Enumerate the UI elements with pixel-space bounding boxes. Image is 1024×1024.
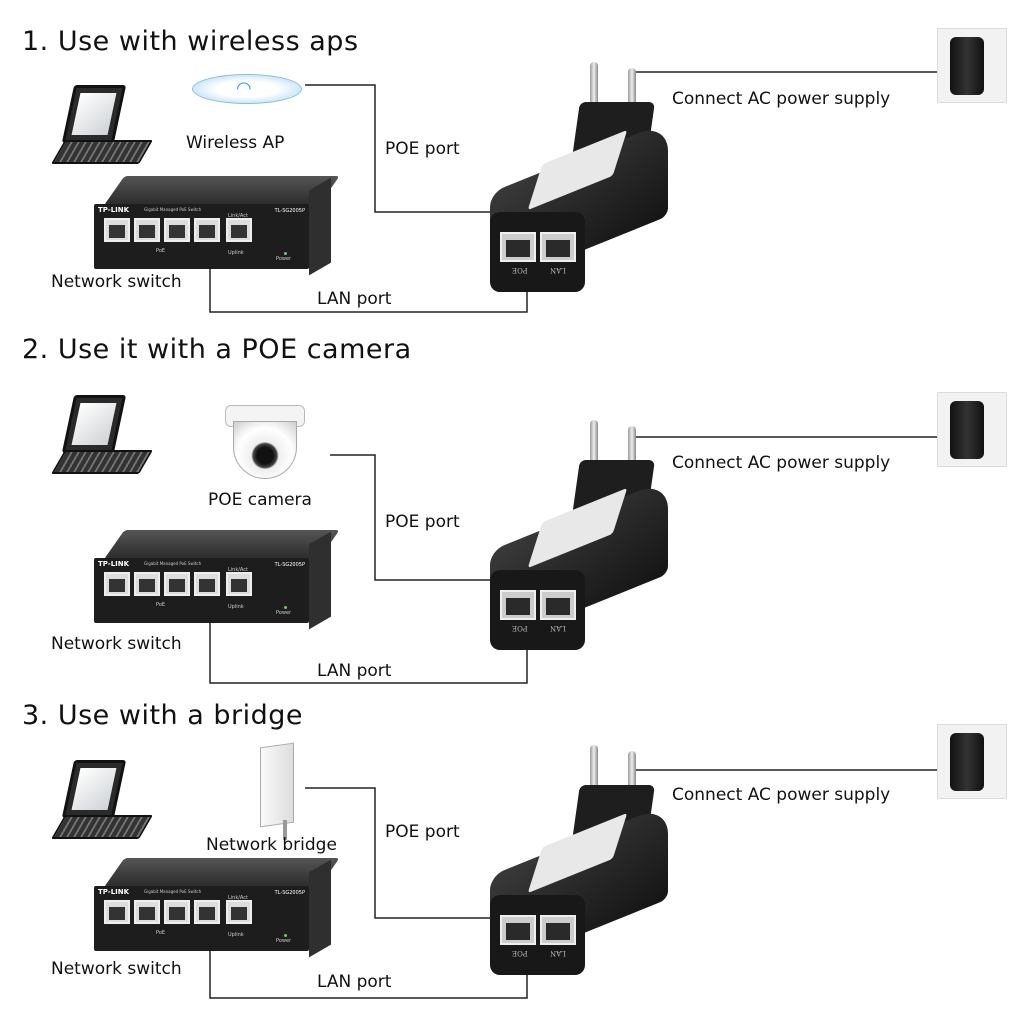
wall-socket-icon bbox=[937, 392, 1007, 467]
switch-poe-label: PoE bbox=[156, 602, 166, 608]
switch-power-label: Power bbox=[276, 256, 292, 262]
switch-uplink-label: Uplink bbox=[228, 604, 244, 610]
adapter-poe-label: POE bbox=[512, 949, 528, 957]
section-title: 3. Use with a bridge bbox=[22, 700, 303, 731]
section-title: 1. Use with wireless aps bbox=[22, 26, 359, 57]
switch-link-label: Link/Act bbox=[228, 567, 248, 573]
adapter-lan-label: LAN bbox=[550, 266, 566, 274]
device-label: Wireless AP bbox=[186, 133, 285, 153]
lan-cable-2 bbox=[209, 620, 528, 684]
switch-link-label: Link/Act bbox=[228, 213, 248, 219]
poe-cable-2 bbox=[330, 454, 492, 581]
poe-port-label: POE port bbox=[385, 512, 460, 532]
switch-power-label: Power bbox=[276, 610, 292, 616]
network-switch-icon: TP-LINK Gigabit Managed PoE Switch TL-SG… bbox=[94, 530, 340, 630]
poe-adapter-icon: POE LAN bbox=[490, 420, 670, 650]
switch-subtitle: Gigabit Managed PoE Switch bbox=[144, 889, 202, 894]
section-title: 2. Use it with a POE camera bbox=[22, 334, 412, 365]
poe-camera-icon bbox=[225, 405, 305, 485]
switch-label: Network switch bbox=[51, 959, 182, 979]
switch-model: TL-SG2005P bbox=[274, 208, 305, 214]
switch-brand: TP-LINK bbox=[98, 560, 130, 568]
switch-brand: TP-LINK bbox=[98, 206, 130, 214]
ac-power-label: Connect AC power supply bbox=[672, 89, 891, 109]
device-label: POE camera bbox=[208, 490, 312, 510]
network-bridge-icon bbox=[255, 742, 305, 840]
laptop-icon bbox=[51, 85, 153, 170]
poe-cable-3 bbox=[305, 787, 492, 919]
laptop-icon bbox=[51, 395, 153, 480]
switch-label: Network switch bbox=[51, 634, 182, 654]
laptop-icon bbox=[51, 760, 153, 845]
lan-port-label: LAN port bbox=[317, 289, 392, 309]
lan-port-label: LAN port bbox=[317, 661, 392, 681]
poe-cable-1 bbox=[305, 84, 492, 213]
poe-port-label: POE port bbox=[385, 139, 460, 159]
adapter-lan-label: LAN bbox=[550, 624, 566, 632]
switch-subtitle: Gigabit Managed PoE Switch bbox=[144, 207, 202, 212]
switch-brand: TP-LINK bbox=[98, 888, 130, 896]
wall-socket-icon bbox=[937, 28, 1007, 103]
switch-poe-label: PoE bbox=[156, 248, 166, 254]
poe-port-label: POE port bbox=[385, 822, 460, 842]
wall-socket-icon bbox=[937, 724, 1007, 799]
switch-label: Network switch bbox=[51, 272, 182, 292]
switch-model: TL-SG2005P bbox=[274, 562, 305, 568]
adapter-poe-label: POE bbox=[512, 266, 528, 274]
device-label: Network bridge bbox=[206, 835, 337, 855]
network-switch-icon: TP-LINK Gigabit Managed PoE Switch TL-SG… bbox=[94, 176, 340, 276]
switch-model: TL-SG2005P bbox=[274, 890, 305, 896]
lan-port-label: LAN port bbox=[317, 972, 392, 992]
adapter-poe-label: POE bbox=[512, 624, 528, 632]
switch-poe-label: PoE bbox=[156, 930, 166, 936]
switch-power-label: Power bbox=[276, 938, 292, 944]
ac-power-label: Connect AC power supply bbox=[672, 785, 891, 805]
wireless-ap-icon: ◠ bbox=[192, 64, 302, 114]
switch-subtitle: Gigabit Managed PoE Switch bbox=[144, 561, 202, 566]
network-switch-icon: TP-LINK Gigabit Managed PoE Switch TL-SG… bbox=[94, 858, 340, 958]
switch-uplink-label: Uplink bbox=[228, 250, 244, 256]
ac-power-label: Connect AC power supply bbox=[672, 453, 891, 473]
adapter-lan-label: LAN bbox=[550, 949, 566, 957]
switch-link-label: Link/Act bbox=[228, 895, 248, 901]
poe-adapter-icon: POE LAN bbox=[490, 745, 670, 975]
poe-adapter-icon: POE LAN bbox=[490, 62, 670, 292]
switch-uplink-label: Uplink bbox=[228, 932, 244, 938]
